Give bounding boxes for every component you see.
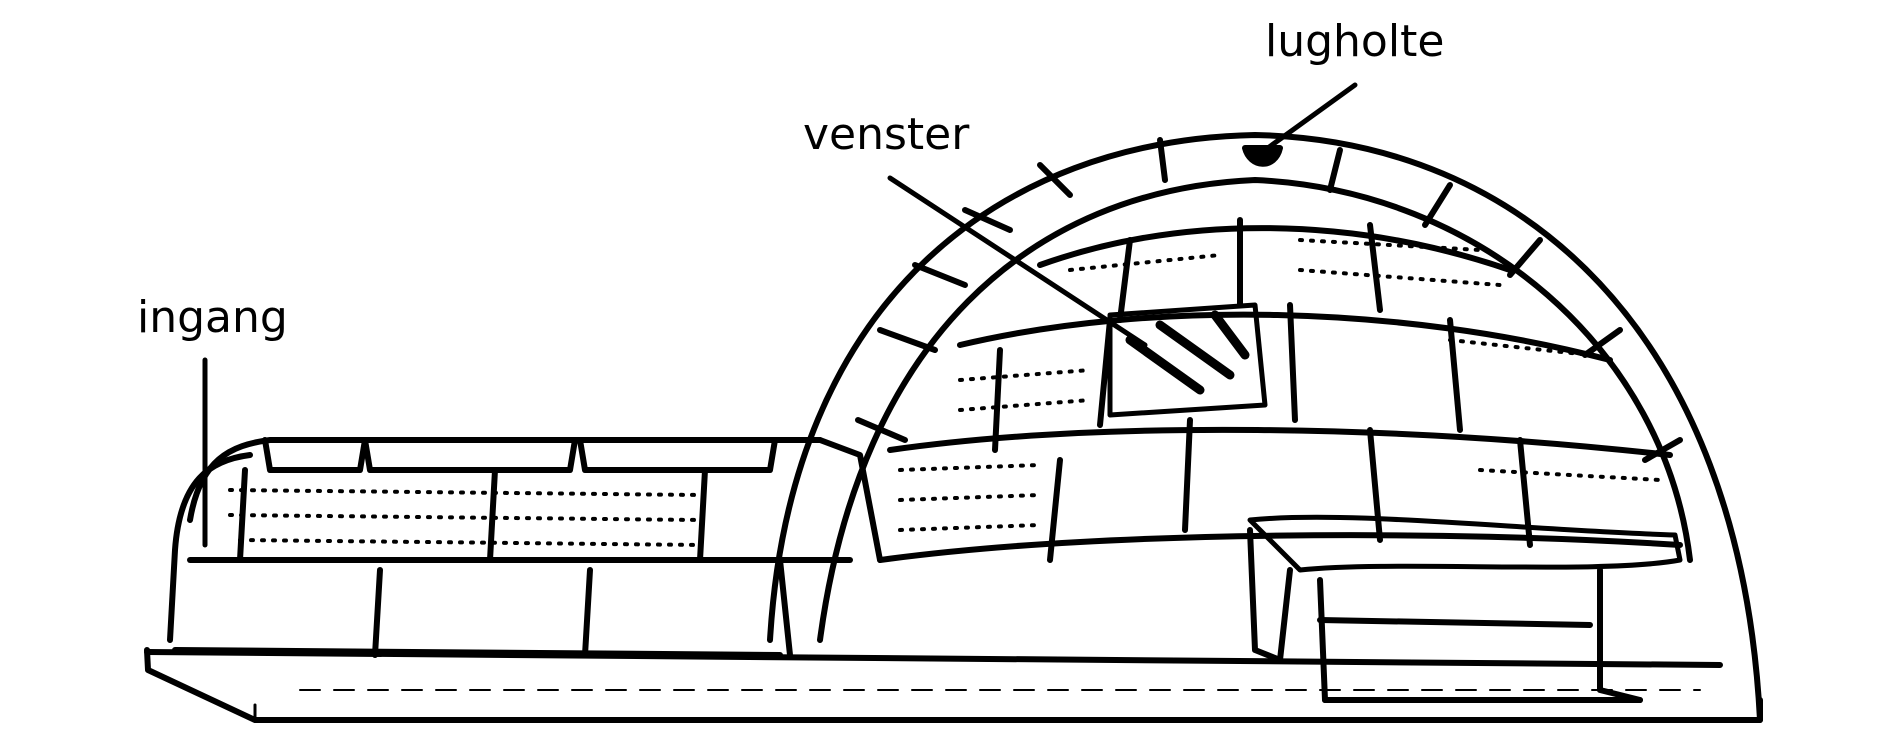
leader-lugholte: [1262, 82, 1358, 153]
igloo-dome: [767, 132, 1763, 723]
leader-venster: [887, 175, 1148, 348]
label-venster: venster: [803, 109, 970, 160]
sleeping-platform: [1247, 514, 1683, 573]
label-ingang: ingang: [137, 292, 288, 343]
air-hole: [1242, 145, 1283, 167]
entrance-tunnel: [187, 437, 823, 523]
label-lugholte: lugholte: [1265, 16, 1445, 67]
window: [1107, 302, 1268, 418]
